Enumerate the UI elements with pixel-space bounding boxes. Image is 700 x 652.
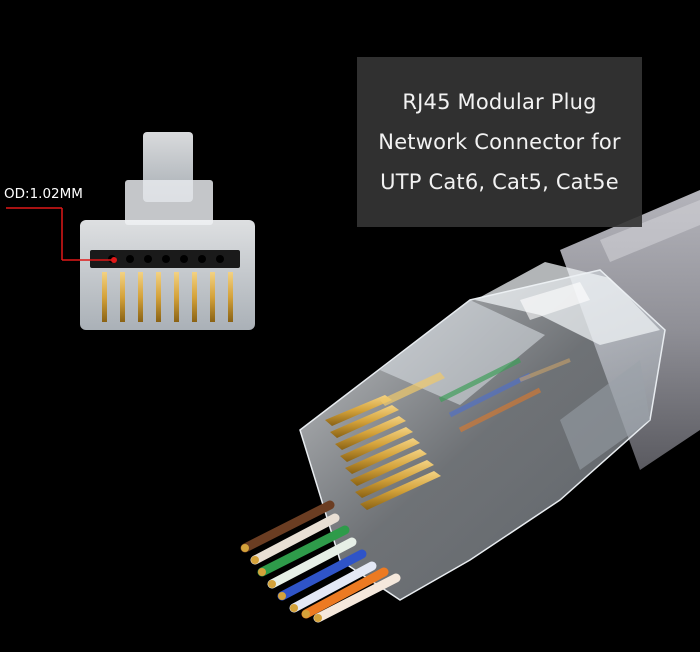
title-line-1: RJ45 Modular Plug [402, 90, 597, 114]
large-plug-contacts [325, 372, 445, 510]
small-plug [80, 132, 255, 330]
dimension-label: OD:1.02MM [4, 186, 83, 202]
title-line-3: UTP Cat6, Cat5, Cat5e [380, 170, 619, 194]
product-title-box: RJ45 Modular Plug Network Connector for … [357, 57, 642, 227]
dimension-marker [6, 207, 117, 263]
title-line-2: Network Connector for [378, 130, 621, 154]
large-plug-body [299, 262, 666, 601]
wire-ends [240, 500, 401, 623]
